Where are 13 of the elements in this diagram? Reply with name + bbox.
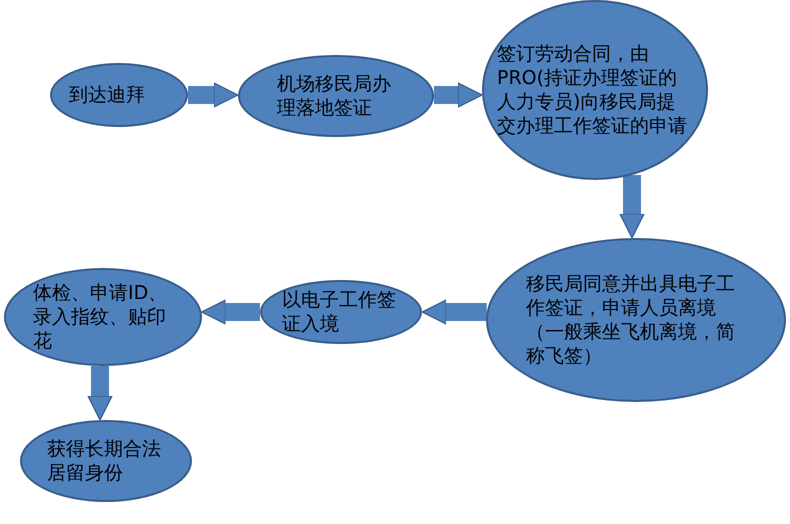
process-ellipse: 以电子工作签证入境 [260, 280, 422, 344]
process-ellipse: 到达迪拜 [50, 63, 188, 127]
process-ellipse: 移民局同意并出具电子工作签证，申请人员离境（一般乘坐飞机离境，简称飞签） [486, 238, 786, 402]
block-arrow [188, 82, 239, 108]
block-arrow [421, 299, 487, 325]
process-ellipse: 签订劳动合同，由PRO(持证办理签证的人力专员)向移民局提交办理工作签证的申请 [482, 0, 708, 180]
process-ellipse: 获得长期合法居留身份 [20, 420, 192, 502]
block-arrow [87, 366, 113, 421]
process-ellipse: 机场移民局办理落地签证 [238, 55, 434, 137]
block-arrow [619, 175, 645, 239]
block-arrow [200, 299, 260, 325]
process-ellipse: 体检、申请ID、录入指纹、贴印花 [4, 268, 202, 366]
block-arrow [434, 82, 483, 108]
